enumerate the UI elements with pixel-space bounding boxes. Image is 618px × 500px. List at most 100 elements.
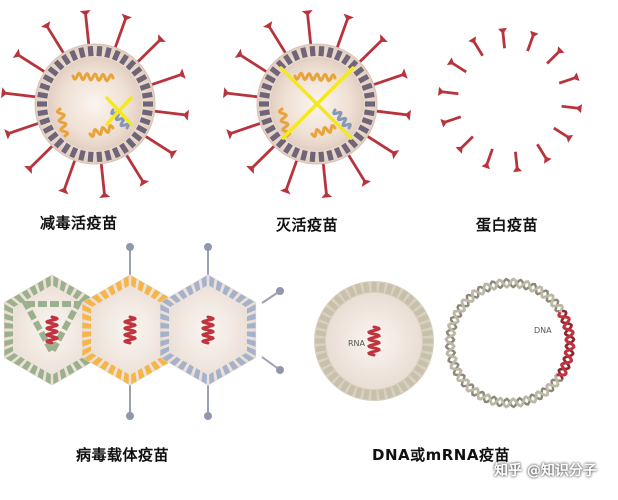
membrane-protein [300,47,308,59]
spike-protein [455,135,474,154]
nucleic-acid-helix [201,315,215,345]
membrane-protein [363,282,370,293]
capsomer [21,289,32,300]
capsomer [222,284,231,296]
capsomer [228,360,239,371]
gene-insert-front [556,311,576,377]
membrane-protein [353,131,365,142]
spike-protein [226,118,271,140]
capsomer [82,331,92,338]
membrane-protein [371,390,377,400]
capsomer [107,284,116,296]
membrane-protein [378,389,385,400]
spike-protein [526,30,539,52]
spike-protein [4,118,49,140]
membrane-protein [283,54,293,66]
spike-protein [440,115,462,128]
membrane-protein [96,45,103,57]
inner-capsid [20,301,84,359]
capsomer [123,275,129,289]
capsomer [99,289,110,300]
membrane-protein [259,101,269,107]
membrane-protein [361,117,373,126]
membrane-protein [398,380,409,393]
nucleic-acid-helix [123,315,137,345]
membrane-protein [37,109,49,117]
membrane-protein [347,137,359,149]
capsomer [144,284,153,296]
membrane-protein [327,371,339,382]
spike-protein [280,150,302,195]
spike-protein [446,57,467,74]
capsomer [201,275,207,289]
capsomer [209,371,215,385]
attenuation-mark [105,96,133,126]
capsomer [37,280,45,292]
capsomer [222,364,231,376]
membrane-protein [300,149,308,161]
capsomer [193,368,201,380]
spike-protein [358,129,400,160]
membrane-protein [417,314,429,324]
capsomer [131,371,137,385]
capsomer [82,313,92,322]
capsomer [235,356,247,366]
capsomer [83,298,97,307]
genome-strand [71,71,115,83]
membrane-protein [391,286,401,298]
capsomer [157,294,169,304]
membrane-protein [309,45,316,57]
spike-protein [366,108,411,121]
mrna-lipid-particle-icon [314,281,434,401]
membrane-protein [347,286,357,298]
membrane-protein [341,54,351,66]
membrane-protein [143,101,153,107]
membrane-protein [104,47,112,59]
capsomer [72,360,83,371]
spike-protein [79,9,92,55]
spike-protein [320,153,333,199]
genome-strand [88,124,115,138]
membrane-protein [353,66,365,77]
membrane-protein [42,74,55,84]
spike-protein [246,138,283,174]
spike-protein [58,150,80,195]
capsomer [150,289,161,300]
capsomer [99,360,110,371]
spike-protein [546,46,565,65]
membrane-protein [111,49,121,62]
membrane-protein [61,142,71,154]
membrane-protein [47,66,59,77]
capsomer [160,338,170,347]
capsomer [209,275,215,289]
spike-protein [553,126,574,143]
membrane-protein [39,82,51,91]
membrane-protein [318,45,325,57]
membrane-protein [385,387,394,399]
spike-protein [12,48,54,79]
membrane-protein [322,306,335,317]
membrane-protein [125,137,137,149]
capsomer [59,280,67,292]
membrane-protein [339,380,350,393]
membrane-protein [398,289,409,302]
capsomer [201,371,207,385]
membrane-protein [291,49,301,62]
membrane-protein [413,306,426,317]
membrane-protein [341,142,351,154]
membrane-protein [259,91,271,99]
membrane-protein [139,82,151,91]
membrane-protein [420,321,432,330]
fiber-knob [204,243,212,251]
spike-protein [136,129,178,160]
capsomer [157,356,169,366]
label-live-attenuated-vaccine: 减毒活疫苗 [40,214,118,232]
membrane-protein [378,282,385,293]
membrane-protein [69,146,79,159]
membrane-protein [365,101,375,107]
capsomer [169,356,181,366]
membrane-protein [409,371,421,382]
capsomer [160,322,170,329]
label-viral-vector-vaccine: 病毒载体疫苗 [76,446,170,464]
capsomer [53,275,59,289]
